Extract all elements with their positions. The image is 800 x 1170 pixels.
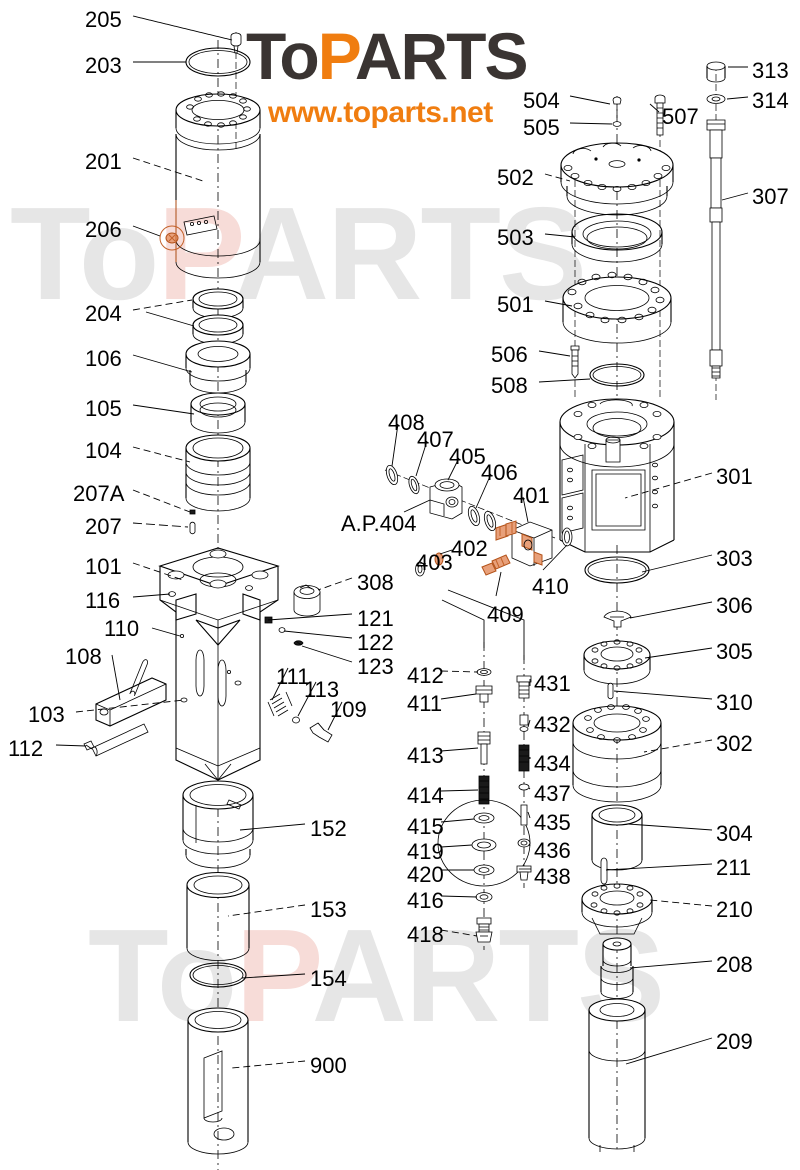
watermark-arts: ARTS — [233, 180, 587, 327]
callout-122: 122 — [357, 630, 394, 655]
callout-501: 501 — [497, 292, 534, 317]
callout-437: 437 — [534, 781, 571, 806]
callout-411: 411 — [407, 691, 443, 716]
callout-105: 105 — [85, 396, 122, 421]
callout-116: 116 — [85, 588, 121, 613]
callout-431: 431 — [534, 671, 571, 696]
callout-507: 507 — [662, 104, 699, 129]
callout-207: 207 — [85, 514, 122, 539]
callout-301: 301 — [716, 464, 753, 489]
callout-109: 109 — [330, 697, 367, 722]
callout-502: 502 — [497, 165, 534, 190]
callout-207a: 207A — [73, 481, 125, 506]
callout-506: 506 — [491, 342, 528, 367]
callout-310: 310 — [716, 690, 753, 715]
callout-508: 508 — [491, 373, 528, 398]
brand-url: www.toparts.net — [268, 96, 493, 129]
callout-413: 413 — [407, 743, 444, 768]
callout-210: 210 — [716, 897, 753, 922]
assembly-400-valve — [384, 464, 556, 597]
assembly-400-left-column — [437, 599, 531, 950]
logo-arts: ARTS — [354, 19, 529, 93]
callout-ap404: A.P.404 — [341, 511, 417, 536]
callout-418: 418 — [407, 922, 444, 947]
callout-416: 416 — [407, 888, 444, 913]
callout-409: 409 — [487, 602, 524, 627]
callout-314: 314 — [752, 88, 789, 113]
callout-104: 104 — [85, 438, 122, 463]
logo-to: To — [246, 19, 320, 93]
assembly-308-group — [264, 584, 321, 646]
callout-505: 505 — [523, 115, 560, 140]
assembly-500 — [560, 94, 674, 420]
callout-106: 106 — [85, 346, 122, 371]
callout-123: 123 — [357, 654, 394, 679]
callout-101: 101 — [85, 554, 122, 579]
callout-203: 203 — [85, 53, 122, 78]
assembly-430-column — [447, 589, 532, 888]
callout-304: 304 — [716, 821, 753, 846]
callout-503: 503 — [497, 225, 534, 250]
callout-305: 305 — [716, 639, 753, 664]
callout-414: 414 — [407, 783, 444, 808]
callout-211: 211 — [716, 855, 752, 880]
callout-113: 113 — [304, 677, 340, 702]
callout-111: 111 — [276, 664, 310, 689]
part-101-body — [83, 547, 333, 781]
callout-408: 408 — [388, 410, 425, 435]
callout-403: 403 — [416, 550, 453, 575]
callout-410: 410 — [532, 574, 569, 599]
assembly-left-upper — [159, 32, 261, 560]
assembly-300-lower — [572, 545, 662, 1152]
leader-lines — [55, 15, 749, 1069]
part-301-housing — [559, 398, 675, 553]
callout-406: 406 — [481, 460, 518, 485]
callout-209: 209 — [716, 1029, 753, 1054]
callout-121: 121 — [357, 606, 394, 631]
callout-205: 205 — [85, 7, 122, 32]
callout-303: 303 — [716, 546, 753, 571]
callout-152: 152 — [310, 816, 347, 841]
callout-419: 419 — [407, 839, 444, 864]
callout-306: 306 — [716, 593, 753, 618]
assembly-left-lower — [182, 770, 254, 1170]
callout-900: 900 — [310, 1053, 347, 1078]
callout-103: 103 — [28, 702, 65, 727]
callout-206: 206 — [85, 217, 122, 242]
callout-436: 436 — [534, 838, 571, 863]
callout-208: 208 — [716, 952, 753, 977]
callout-308: 308 — [357, 570, 394, 595]
callout-438: 438 — [534, 864, 571, 889]
callout-435: 435 — [534, 810, 571, 835]
callout-405: 405 — [449, 444, 486, 469]
callout-434: 434 — [534, 751, 571, 776]
logo-p: P — [317, 19, 357, 93]
callout-110: 110 — [104, 616, 140, 641]
callout-307: 307 — [752, 184, 789, 209]
callout-412: 412 — [407, 663, 444, 688]
callout-432: 432 — [534, 712, 571, 737]
callout-302: 302 — [716, 731, 753, 756]
callout-402: 402 — [451, 536, 488, 561]
callout-154: 154 — [310, 966, 347, 991]
callout-108: 108 — [65, 644, 102, 669]
watermark-to: To — [10, 180, 159, 327]
callout-313: 313 — [752, 58, 789, 83]
callout-420: 420 — [407, 862, 444, 887]
brand-logo: ToPARTS — [246, 18, 529, 94]
callout-112: 112 — [8, 736, 44, 761]
callout-504: 504 — [523, 88, 560, 113]
callout-407: 407 — [417, 427, 454, 452]
callout-204: 204 — [85, 301, 122, 326]
assembly-307-rod — [706, 61, 726, 400]
callout-415: 415 — [407, 814, 444, 839]
callout-201: 201 — [85, 149, 122, 174]
callout-153: 153 — [310, 897, 347, 922]
callout-401: 401 — [513, 483, 550, 508]
